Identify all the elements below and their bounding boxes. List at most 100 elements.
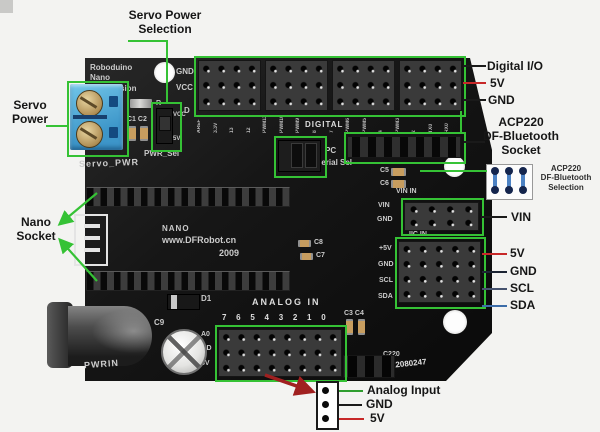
capacitor-c8 bbox=[298, 240, 311, 247]
mounting-hole-top-left bbox=[154, 62, 175, 83]
terminal-screw-bottom bbox=[76, 121, 103, 148]
analog-header-block bbox=[218, 329, 342, 377]
photo-corner-artifact bbox=[0, 0, 13, 13]
silk-c9: C9 bbox=[154, 318, 165, 327]
capacitor-c7 bbox=[300, 253, 313, 260]
capacitor-c5 bbox=[391, 168, 406, 176]
silk-c8: C8 bbox=[314, 239, 323, 246]
bt-socket-label: ACP220 DF-Bluetooth Socket bbox=[483, 115, 559, 158]
silk-digital: DIGITAL bbox=[305, 120, 344, 129]
right-scl-line bbox=[482, 288, 507, 290]
silk-iic-sda: SDA bbox=[378, 293, 393, 300]
silk-iic-5v: +5V bbox=[379, 245, 392, 252]
silk-pc: PC bbox=[325, 146, 337, 155]
pwr-sel-jumper-cap bbox=[159, 116, 171, 131]
capacitor-c1 bbox=[128, 126, 136, 141]
legend-dot-5v bbox=[322, 415, 329, 422]
silk-c5: C5 bbox=[380, 167, 389, 174]
silk-c1c2: C1 C2 bbox=[127, 116, 147, 123]
digital-io-callout-box bbox=[194, 56, 466, 117]
silk-nano: NANO bbox=[162, 224, 190, 233]
right-scl-label: SCL bbox=[510, 281, 534, 295]
nano-socket-top-row bbox=[86, 187, 290, 207]
silk-title-2: Nano bbox=[90, 73, 110, 82]
bt-sel-dot-2b bbox=[505, 186, 513, 194]
bt-selection-callout-line bbox=[420, 170, 487, 172]
top-gnd-label: GND bbox=[488, 93, 515, 107]
servo-power-callout-box bbox=[67, 81, 129, 157]
digital-header-block-4 bbox=[399, 60, 462, 111]
bt-socket-line bbox=[464, 141, 485, 143]
silk-vin-in: VIN IN bbox=[396, 188, 417, 195]
nano-socket-bottom-row bbox=[86, 271, 290, 291]
digital-header-block-2 bbox=[265, 60, 328, 111]
silk-vcc: VCC bbox=[176, 83, 193, 92]
silk-c220: C220 bbox=[383, 351, 400, 358]
silk-row-5v: 5V bbox=[201, 360, 210, 367]
dfrobot-logo-bar-3 bbox=[84, 248, 100, 252]
serial-sel-callout-box bbox=[274, 136, 327, 178]
vin-header-block bbox=[404, 202, 479, 231]
vin-callout-line bbox=[481, 216, 507, 218]
silk-c6: C6 bbox=[380, 180, 389, 187]
right-gnd-label: GND bbox=[510, 264, 537, 278]
silk-jumper-5v: 5V bbox=[173, 136, 181, 142]
right-5v-line bbox=[482, 253, 507, 255]
silk-site: www.DFRobot.cn bbox=[162, 235, 237, 245]
vin-callout-box bbox=[401, 198, 484, 236]
silk-c7: C7 bbox=[316, 252, 325, 259]
digital-header-block-1 bbox=[198, 60, 261, 111]
bt-sel-dot-1a bbox=[491, 167, 499, 175]
dfrobot-logo-bar-1 bbox=[84, 224, 100, 228]
terminal-notch-top bbox=[109, 96, 118, 107]
legend-5v-label: 5V bbox=[370, 411, 385, 425]
silk-jumper-vcc: VCC bbox=[173, 112, 186, 118]
mounting-hole-bottom-right bbox=[443, 310, 467, 334]
silk-title-1: Roboduino bbox=[90, 63, 133, 72]
bt-sel-dot-3a bbox=[519, 167, 527, 175]
dfrobot-logo bbox=[74, 214, 108, 266]
legend-analog-label: Analog Input bbox=[367, 383, 441, 397]
bt-sel-dot-1b bbox=[491, 186, 499, 194]
digital-io-label: Digital I/O bbox=[487, 59, 544, 73]
right-5v-label: 5V bbox=[510, 246, 525, 260]
servo-power-selection-label: Servo Power Selection bbox=[128, 8, 202, 37]
silk-iic-gnd: GND bbox=[378, 261, 394, 268]
bt-sel-jumper-bar-3 bbox=[521, 172, 525, 189]
legend-5v-line bbox=[337, 418, 364, 420]
aux-pin-strip bbox=[343, 355, 395, 378]
bt-sel-jumper-bar-1 bbox=[493, 172, 497, 189]
silk-d1: D1 bbox=[201, 294, 212, 303]
top-5v-line bbox=[463, 82, 486, 84]
digital-header-block-3 bbox=[332, 60, 395, 111]
power-jack-body bbox=[68, 306, 152, 366]
silk-analog-pin-numbers: 7 6 5 4 3 2 1 0 bbox=[222, 313, 326, 322]
right-sda-label: SDA bbox=[510, 298, 536, 312]
servo-power-selection-line-v bbox=[166, 40, 168, 102]
silk-vin-gnd: GND bbox=[377, 216, 393, 223]
legend-dot-gnd bbox=[322, 401, 329, 408]
capacitor-c4 bbox=[358, 319, 365, 335]
silk-d: D bbox=[184, 106, 190, 115]
servo-power-selection-callout-box bbox=[151, 102, 182, 152]
silk-analog-in: ANALOG IN bbox=[252, 297, 321, 307]
diode-d1 bbox=[167, 294, 200, 310]
bluetooth-socket-header bbox=[347, 136, 461, 158]
servo-power-label: Servo Power bbox=[11, 98, 48, 127]
silk-gnd: GND bbox=[176, 67, 194, 76]
vin-label: VIN bbox=[511, 210, 532, 224]
silk-serial-sel: Serial Sel bbox=[316, 158, 353, 167]
silk-vin: VIN bbox=[378, 202, 390, 209]
top-gnd-line bbox=[463, 99, 486, 101]
bt-sel-jumper-bar-2 bbox=[507, 172, 511, 189]
bt-sel-dot-2a bbox=[505, 167, 513, 175]
digital-io-line bbox=[463, 65, 486, 67]
servo-power-selection-line-h bbox=[128, 40, 168, 42]
top-5v-label: 5V bbox=[490, 76, 505, 90]
capacitor-c6 bbox=[391, 180, 406, 188]
bluetooth-socket-callout-box bbox=[344, 132, 466, 164]
right-gnd-line bbox=[482, 271, 507, 273]
right-sda-line bbox=[482, 305, 507, 307]
resistor bbox=[130, 99, 152, 108]
